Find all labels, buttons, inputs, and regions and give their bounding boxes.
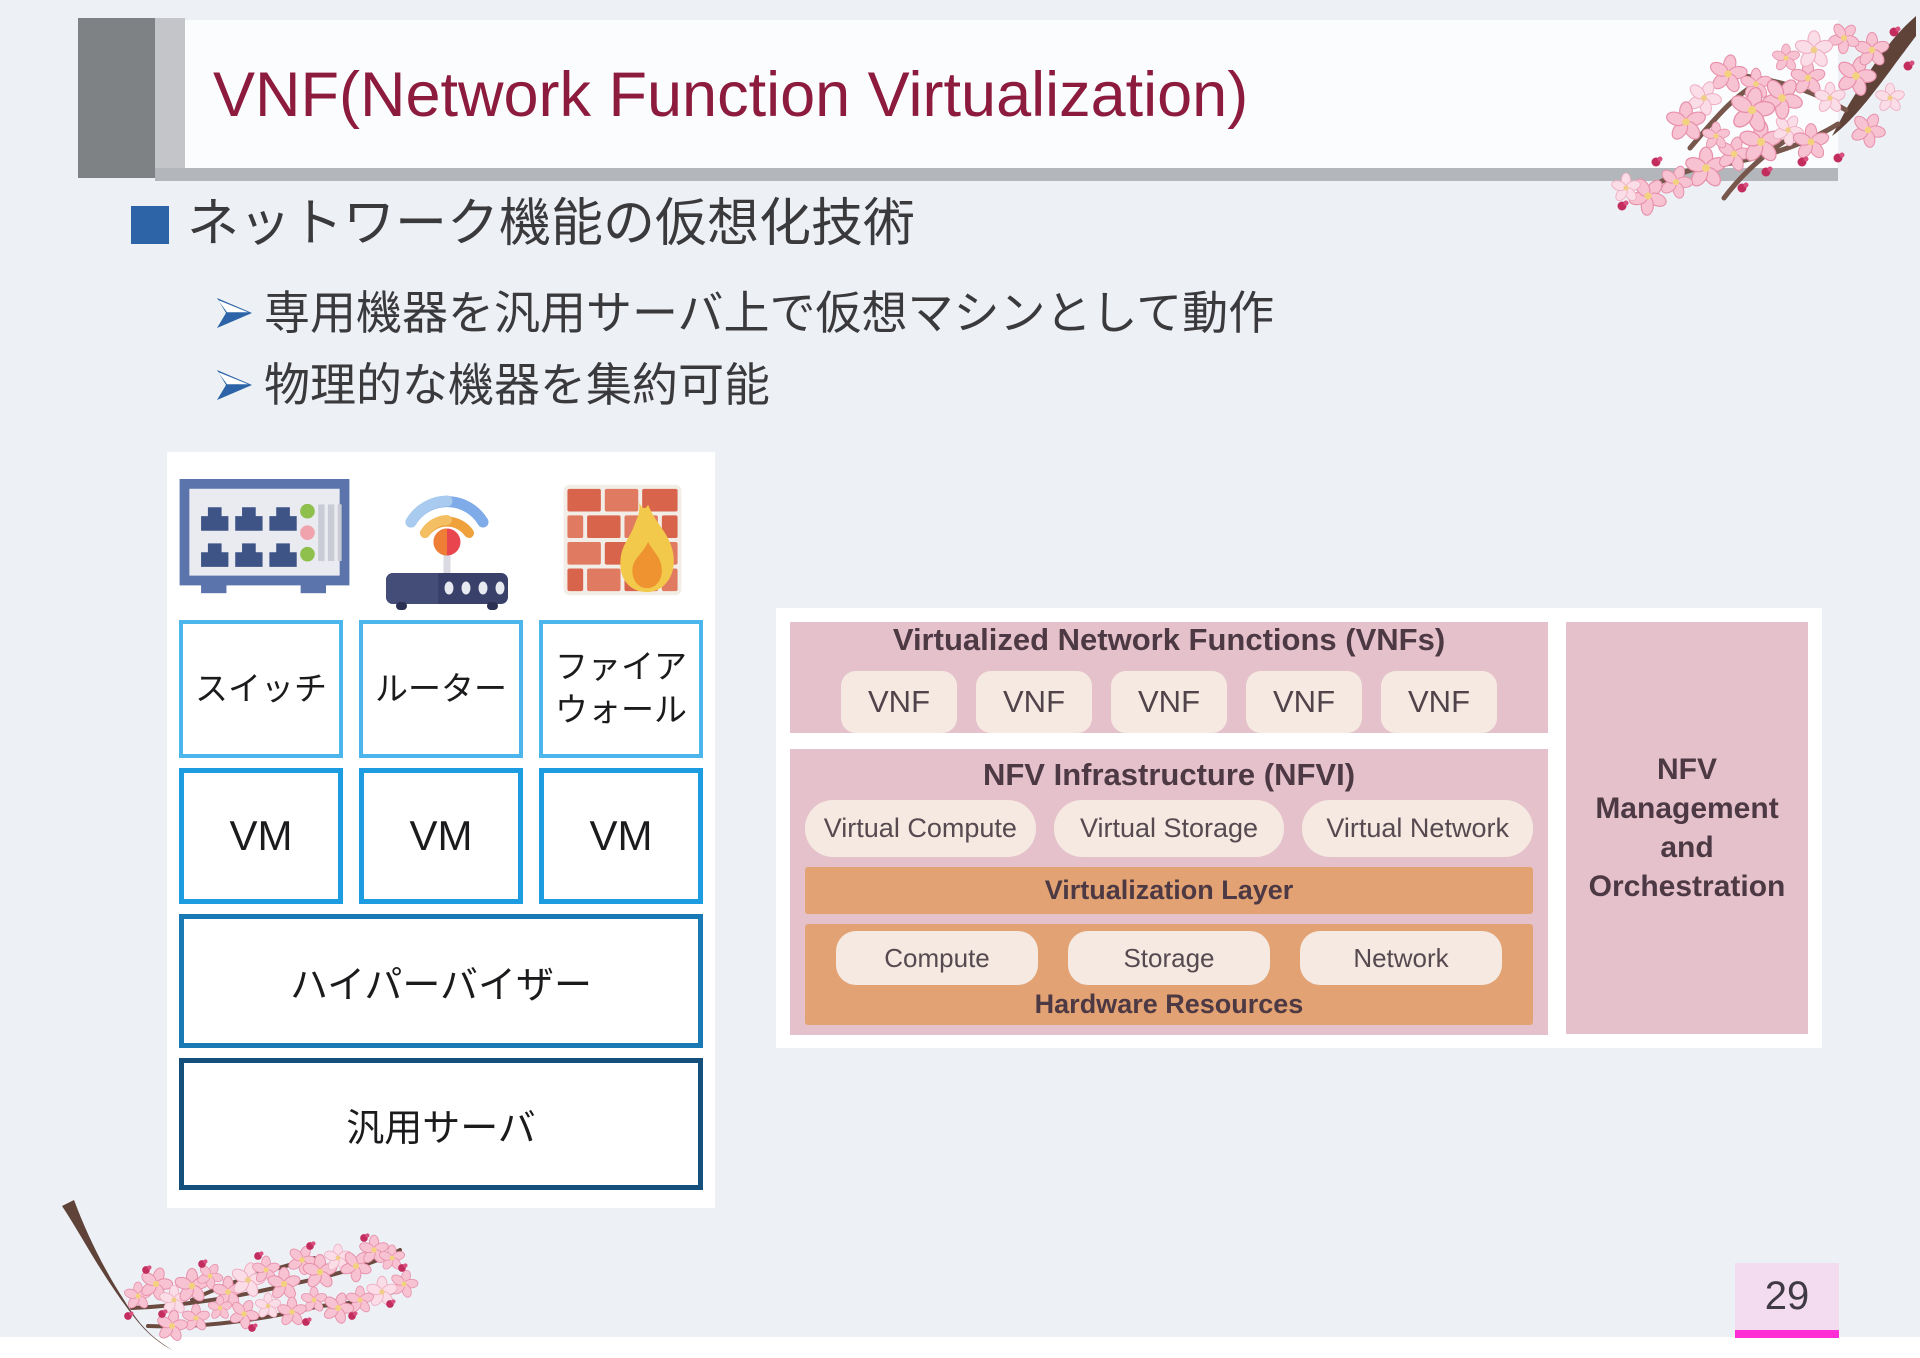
page-number: 29 [1764, 1274, 1810, 1318]
vm-label: VM [229, 812, 293, 859]
device-box-switch: スイッチ [179, 620, 343, 758]
vnfs-section-title: Virtualized Network Functions (VNFs) [892, 622, 1446, 657]
title-background-band [185, 20, 1838, 168]
vnf-box: VNF [1381, 671, 1497, 733]
page-title: VNF(Network Function Virtualization) [213, 60, 1249, 130]
nfvi-section: NFV Infrastructure (NFVI) Virtual Comput… [790, 749, 1548, 1035]
vm-box: VM [359, 768, 523, 904]
hypervisor-box: ハイパーバイザー [179, 914, 703, 1048]
nfv-main-column: Virtualized Network Functions (VNFs) VNF… [790, 622, 1548, 1035]
switch-icon [179, 466, 351, 614]
heading-text: ネットワーク機能の仮想化技術 [187, 195, 916, 253]
header-light-gray-block [155, 18, 185, 178]
device-icon-row [179, 466, 703, 614]
hardware-resources-section: Compute Storage Network Hardware Resourc… [805, 924, 1533, 1025]
hardware-resources-title: Hardware Resources [1034, 989, 1304, 1019]
vm-box: VM [539, 768, 703, 904]
vm-label: VM [589, 812, 653, 859]
device-label: ルーター [375, 669, 507, 707]
device-label: ファイアウォール [555, 648, 687, 728]
vnf-box: VNF [976, 671, 1092, 733]
arrow-bullet-icon [217, 298, 252, 328]
nfvi-section-title: NFV Infrastructure (NFVI) [982, 757, 1356, 792]
device-box-firewall: ファイアウォール [539, 620, 703, 758]
device-box-router: ルーター [359, 620, 523, 758]
server-label: 汎用サーバ [346, 1107, 536, 1150]
hypervisor-label: ハイパーバイザー [289, 964, 593, 1007]
sub-point-2: 物理的な機器を集約可能 [264, 359, 770, 411]
device-label: スイッチ [195, 669, 327, 707]
virtual-compute-box: Virtual Compute [805, 800, 1036, 857]
heading-bullet-square [131, 206, 169, 244]
virtualization-layer-bar: Virtualization Layer [805, 867, 1533, 914]
physical-to-vm-diagram-panel: スイッチ ルーター ファイアウォール VM VM VM ハイパーバイザー 汎用 [167, 452, 715, 1208]
router-icon [367, 466, 527, 614]
header-dark-gray-block [78, 18, 155, 178]
cherry-blossom-bottom-left-decoration [62, 1200, 423, 1351]
vnf-box: VNF [1111, 671, 1227, 733]
vnf-box: VNF [841, 671, 957, 733]
sub-point-1: 専用機器を汎用サーバ上で仮想マシンとして動作 [264, 287, 1275, 339]
arrow-bullet-icon [217, 370, 252, 400]
firewall-icon [543, 466, 703, 614]
header-underline-bar [155, 168, 1838, 181]
nfv-architecture-diagram: Virtualized Network Functions (VNFs) VNF… [776, 608, 1822, 1048]
network-box: Network [1300, 931, 1502, 985]
device-label-row: スイッチ ルーター ファイアウォール [179, 620, 703, 758]
vnf-pill-row: VNF VNF VNF VNF VNF [790, 671, 1548, 733]
vm-label: VM [409, 812, 473, 859]
page-number-badge: 29 [1735, 1263, 1839, 1338]
storage-box: Storage [1068, 931, 1270, 985]
virtual-storage-box: Virtual Storage [1053, 800, 1285, 857]
virtual-network-box: Virtual Network [1302, 800, 1534, 857]
vm-box: VM [179, 768, 343, 904]
bottom-white-strip [0, 1337, 1920, 1358]
virtual-resource-row: Virtual Compute Virtual Storage Virtual … [805, 800, 1534, 857]
vnf-box: VNF [1246, 671, 1362, 733]
nfv-management-box: NFV Management and Orchestration [1566, 622, 1808, 1034]
vnfs-section: Virtualized Network Functions (VNFs) VNF… [790, 622, 1548, 733]
server-box: 汎用サーバ [179, 1058, 703, 1190]
cherry-blossom-top-right-decoration [1609, 14, 1916, 217]
compute-box: Compute [836, 931, 1038, 985]
hardware-resource-row: Compute Storage Network [835, 931, 1503, 985]
vm-row: VM VM VM [179, 768, 703, 904]
